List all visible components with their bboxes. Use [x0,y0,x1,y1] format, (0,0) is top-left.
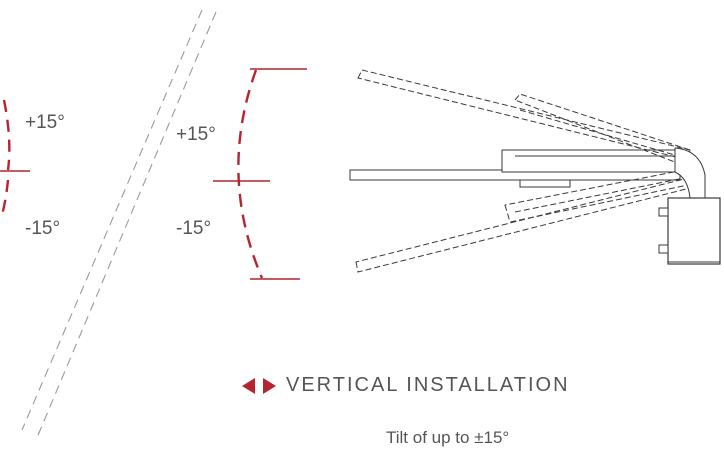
caption: VERTICAL INSTALLATION [242,374,570,397]
right-minus-angle-label: -15° [176,218,212,239]
right-tilt-arc [213,68,307,280]
mount-bolt-bottom [658,244,669,254]
fixture-tilt-up [357,69,691,167]
luminaire-drawing [349,69,721,273]
fixture-tilt-down-arm [355,177,691,273]
left-plus-angle-label: +15° [25,112,65,133]
caption-title: VERTICAL INSTALLATION [286,374,570,396]
left-arc-upper [2,99,11,171]
fixture-tilt-up-arm [357,69,691,161]
fixture-tilt-up-body [514,93,691,167]
caption-subtitle: Tilt of up to ±15° [386,428,510,447]
fixture-tilt-down-detail [514,177,685,213]
fixture-body-horizontal [501,149,685,173]
pole-guide-lines [21,9,217,441]
right-plus-angle-label: +15° [176,124,216,145]
left-arc-lower [0,179,10,216]
right-arc-curve [237,69,264,279]
left-minus-angle-label: -15° [25,218,61,239]
pivot-bracket [674,147,706,199]
pole-mount-box [667,197,721,265]
pole-guide-line-b [35,11,217,441]
mount-bolt-top [658,207,669,217]
fixture-tilt-down [355,169,691,273]
fixture-lens-horizontal [519,179,571,188]
fixture-tilt-up-detail [519,109,686,159]
left-tilt-arc [0,99,30,216]
left-right-arrows-icon [242,377,276,394]
pole-guide-line-a [21,9,203,431]
